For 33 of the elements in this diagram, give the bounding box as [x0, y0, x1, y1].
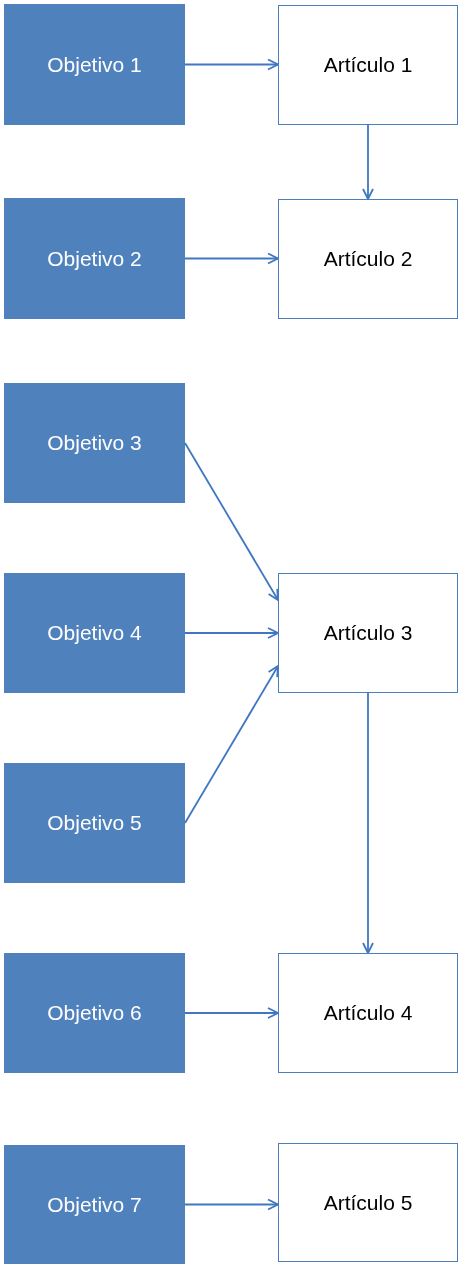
node-label: Artículo 2: [323, 247, 413, 271]
node-label: Objetivo 5: [47, 811, 142, 835]
objective-box: [4, 4, 185, 125]
arrow: [184, 627, 279, 639]
article-box: [278, 953, 458, 1073]
node-label: Artículo 4: [323, 1001, 413, 1025]
arrow: [184, 1198, 279, 1211]
objective-box: [4, 763, 185, 883]
arrow: [184, 1007, 279, 1019]
article-box: [278, 573, 458, 693]
node-label: Objetivo 2: [47, 246, 142, 271]
arrow: [184, 58, 279, 71]
arrow: [184, 665, 279, 824]
node-label: Artículo 3: [323, 621, 413, 645]
arrow: [184, 442, 279, 601]
objective-box: [4, 383, 185, 503]
article-box: [278, 199, 458, 319]
node-label: Artículo 1: [323, 53, 413, 77]
arrow: [184, 252, 279, 265]
node-label: Objetivo 3: [47, 431, 142, 455]
objective-box: [4, 573, 185, 693]
node-label: Objetivo 4: [47, 621, 142, 645]
objective-box: [4, 198, 185, 319]
node-label: Objetivo 7: [47, 1192, 142, 1217]
article-box: [278, 5, 458, 125]
node-label: Objetivo 6: [47, 1001, 142, 1025]
article-box: [278, 1143, 458, 1262]
objective-box: [4, 953, 185, 1073]
arrow: [362, 124, 374, 200]
objective-box: [4, 1145, 185, 1264]
node-label: Artículo 5: [323, 1190, 413, 1215]
node-label: Objetivo 1: [47, 52, 142, 77]
arrow: [362, 692, 374, 954]
